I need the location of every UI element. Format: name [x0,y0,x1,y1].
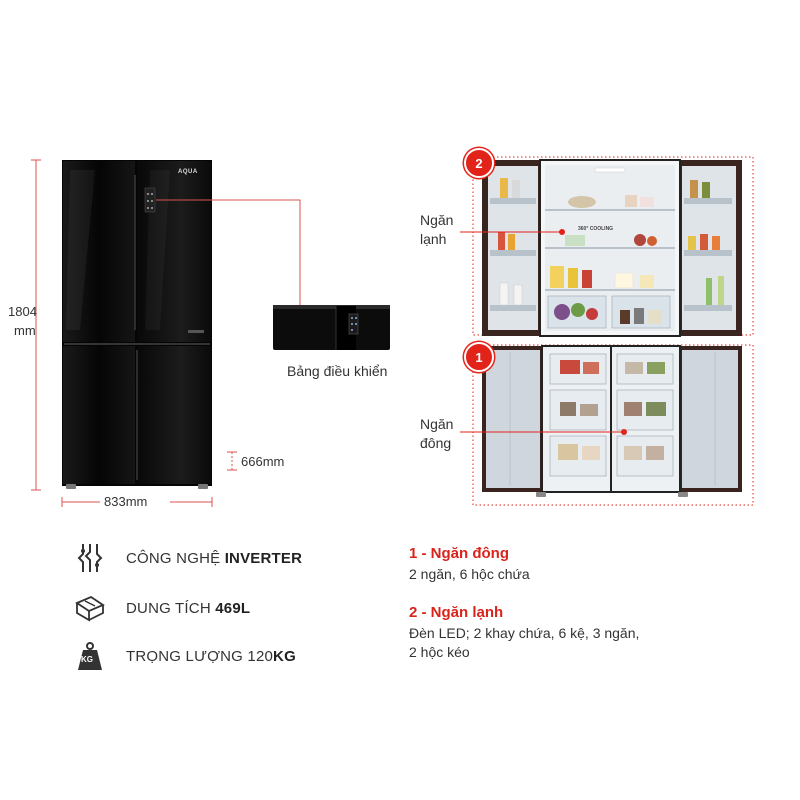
depth-dimension-line [227,451,237,471]
height-dimension-line [31,159,41,491]
compartment-fridge-info: 2 - Ngăn lạnh Đèn LED; 2 khay chứa, 6 kệ… [409,604,639,662]
compartment-freezer-info: 1 - Ngăn đông 2 ngăn, 6 hộc chứa [409,545,530,584]
fridge-label-line1: Ngăn [420,212,454,228]
spec-row-weight: KG TRỌNG LƯỢNG 120KG [70,638,296,674]
freezer-compartment-label: Ngăn đông [420,415,453,453]
compartment-fridge-title: 2 - Ngăn lạnh [409,604,504,621]
fridge-front-view: AQUA 1804 mm 833mm 666mm Bảng điều khiển [0,0,440,520]
spec-capacity-text: DUNG TÍCH 469L [126,599,251,617]
compartment-freezer-desc: 2 ngăn, 6 hộc chứa [409,566,530,582]
fridge-compartment-label: Ngăn lạnh [420,211,453,249]
freezer-label-line1: Ngăn [420,416,454,432]
compartment-fridge-desc-line1: Đèn LED; 2 khay chứa, 6 kệ, 3 ngăn, [409,625,640,641]
spec-row-inverter: CÔNG NGHỆ INVERTER [70,540,302,576]
lower-left-door [63,346,135,484]
lower-right-door [137,346,211,484]
compartment-fridge-desc-line2: 2 hộc kéo [409,644,470,660]
spec-weight-text: TRỌNG LƯỢNG 120KG [126,647,296,665]
depth-value: 666mm [241,454,285,469]
spec-inverter-text: CÔNG NGHỆ INVERTER [126,549,303,567]
width-dimension-line [61,497,213,507]
fridge-label-line2: lạnh [420,231,447,247]
panel-connector-line [156,199,301,305]
spec-row-capacity: DUNG TÍCH 469L [70,590,250,626]
cooling-badge-text: 360° COOLING [578,226,614,232]
width-value: 833mm [104,494,148,509]
weight-icon-badge: KG [81,655,93,664]
fridge-interior-illustration [460,156,754,506]
freezer-label-line2: đông [420,435,452,451]
control-panel-enlarged [273,305,390,350]
control-panel-label: Bảng điều khiển [287,363,388,379]
weight-icon: KG [70,638,110,674]
brand-logo: AQUA [178,169,198,175]
capacity-icon [70,590,110,626]
freezer-compartment-badge: 1 [464,342,494,372]
control-panel-small [144,187,156,213]
inverter-icon [70,540,110,576]
fridge-front-illustration [31,159,390,507]
fridge-compartment-badge: 2 [464,148,494,178]
fridge-interior-view: 360° COOLING 2 1 Ngăn lạnh Ngăn đông [400,140,800,520]
height-value: 1804 [8,304,37,319]
upper-left-door [63,161,135,342]
height-unit: mm [14,323,36,338]
compartment-freezer-title: 1 - Ngăn đông [409,545,509,562]
